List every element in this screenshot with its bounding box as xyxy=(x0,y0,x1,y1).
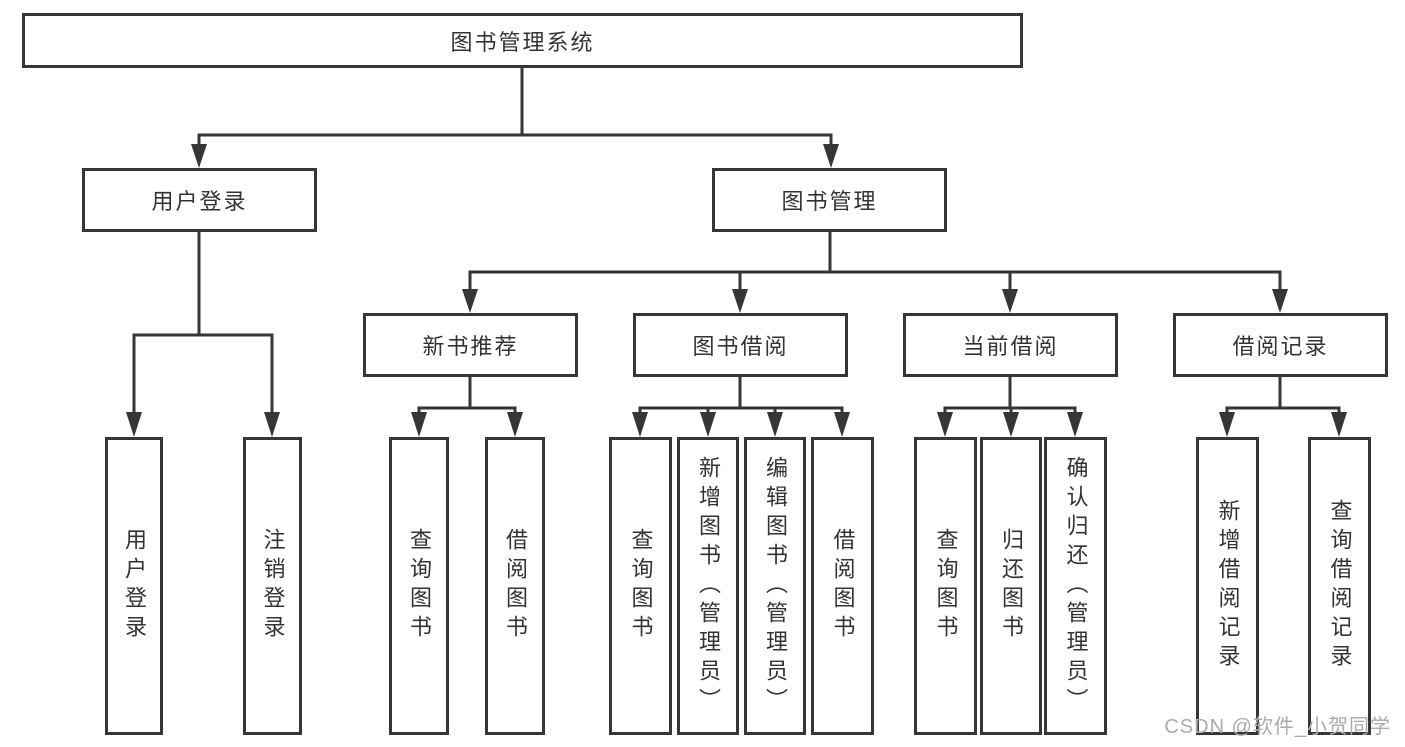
node-label: 查询图书 xyxy=(628,528,654,644)
node-label: 归还图书 xyxy=(999,528,1024,644)
node-leaf-add-books-admin: 新增图书（管理员） xyxy=(677,437,739,735)
node-label: 用户登录 xyxy=(151,189,248,214)
node-label: 图书管理系统 xyxy=(450,29,595,55)
node-label: 确认归还（管理员） xyxy=(1063,455,1089,717)
node-leaf-borrow-books-1: 借阅图书 xyxy=(485,437,545,735)
node-label: 查询图书 xyxy=(407,528,432,644)
node-book-borrow: 图书借阅 xyxy=(633,313,848,377)
node-label: 借阅图书 xyxy=(830,528,856,644)
node-user-login: 用户登录 xyxy=(82,168,317,232)
node-leaf-confirm-return-admin: 确认归还（管理员） xyxy=(1044,437,1107,735)
csdn-watermark: CSDN @软件_小贺同学 xyxy=(1164,716,1391,738)
node-label: 查询借阅记录 xyxy=(1327,499,1353,673)
node-label: 注销登录 xyxy=(260,528,286,644)
node-label: 图书借阅 xyxy=(692,334,789,359)
node-leaf-query-borrow-record: 查询借阅记录 xyxy=(1308,437,1371,735)
node-leaf-query-books-2: 查询图书 xyxy=(609,437,672,735)
node-leaf-borrow-books-2: 借阅图书 xyxy=(811,437,874,735)
node-label: 新增借阅记录 xyxy=(1215,499,1241,673)
node-label: 借阅记录 xyxy=(1232,334,1329,359)
node-leaf-return-books: 归还图书 xyxy=(980,437,1042,735)
node-leaf-logout: 注销登录 xyxy=(243,437,302,735)
node-new-book-recommend: 新书推荐 xyxy=(363,313,578,377)
node-label: 图书管理 xyxy=(781,189,878,214)
node-leaf-query-books-1: 查询图书 xyxy=(389,437,449,735)
node-label: 用户登录 xyxy=(122,528,147,644)
node-leaf-query-books-3: 查询图书 xyxy=(914,437,977,735)
node-label: 新书推荐 xyxy=(422,334,519,359)
node-label: 编辑图书（管理员） xyxy=(763,455,788,717)
node-label: 新增图书（管理员） xyxy=(696,455,721,717)
node-leaf-add-borrow-record: 新增借阅记录 xyxy=(1196,437,1259,735)
node-label: 当前借阅 xyxy=(962,334,1059,359)
node-leaf-edit-books-admin: 编辑图书（管理员） xyxy=(744,437,806,735)
arrowhead-group xyxy=(126,144,1347,437)
node-current-borrow: 当前借阅 xyxy=(903,313,1118,377)
node-leaf-user-login: 用户登录 xyxy=(105,437,163,735)
node-book-management: 图书管理 xyxy=(712,168,947,232)
node-borrow-record: 借阅记录 xyxy=(1173,313,1388,377)
node-label: 借阅图书 xyxy=(503,528,528,644)
node-label: 查询图书 xyxy=(933,528,959,644)
node-root-system: 图书管理系统 xyxy=(22,13,1023,68)
